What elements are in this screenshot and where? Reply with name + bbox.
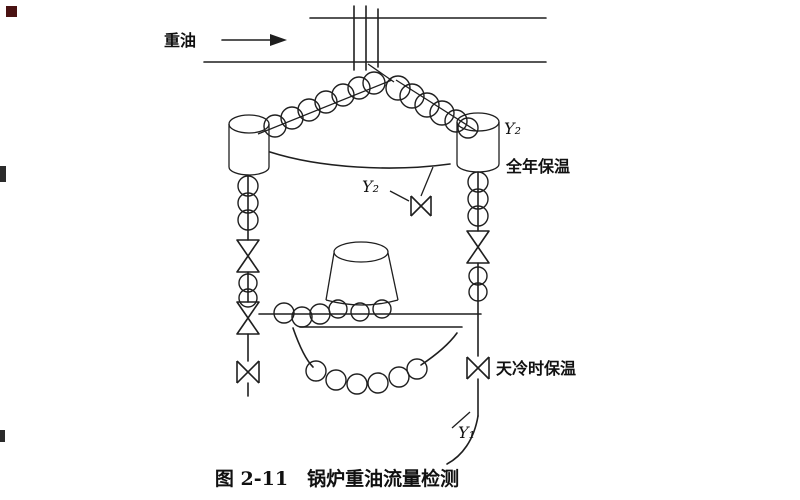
cold-insulation-label: 天冷时保温	[496, 359, 576, 378]
right-col-valve	[466, 230, 490, 264]
y2-top-label: Y₂	[504, 119, 521, 138]
right-col-coil-lower	[468, 266, 488, 302]
burner-funnel	[325, 241, 399, 322]
right-vessel	[456, 112, 500, 173]
drain-curve	[446, 415, 479, 465]
right-column-pipe: Y₁	[446, 171, 490, 465]
lower-return-run	[292, 327, 458, 395]
return-run-coil	[305, 358, 428, 395]
scan-artifact-left-low	[0, 430, 5, 442]
roof-left-insulation-coil	[263, 71, 386, 138]
valve-drop-line	[420, 166, 434, 197]
cross-pipe	[269, 151, 451, 169]
left-vessel-bottom	[228, 166, 270, 176]
funnel-side-l	[325, 252, 335, 301]
flow-arrow-icon	[270, 34, 287, 46]
return-up-right	[420, 332, 458, 366]
left-col-stop-valve	[236, 360, 260, 384]
right-col-stop-valve	[466, 356, 490, 380]
figure-caption: 图 2-11 锅炉重油流量检测	[215, 467, 459, 490]
left-vessel-top	[228, 114, 270, 134]
left-col-coil-mid	[238, 273, 258, 308]
left-vessel	[228, 114, 270, 176]
oil-inlet-label: 重油	[164, 31, 196, 50]
roof-right-insulation-coil	[385, 75, 479, 139]
annotations: Y₂ 全年保温 天冷时保温	[496, 119, 576, 378]
roof-left-pipe	[257, 79, 393, 135]
y2-mid-leader	[389, 190, 410, 202]
y2-mid-label: Y₂	[362, 177, 379, 196]
return-down-left	[292, 327, 314, 368]
left-col-valve-upper	[236, 239, 260, 273]
annual-insulation-label: 全年保温	[505, 157, 570, 176]
top-supply-main: 重油	[164, 5, 547, 71]
left-column-pipe	[236, 174, 260, 397]
funnel-base-coil	[328, 299, 392, 322]
scan-artifact-topleft	[6, 6, 17, 17]
right-col-coil-upper	[467, 171, 489, 227]
funnel-top	[333, 241, 389, 263]
scan-artifact-left-mid	[0, 166, 6, 182]
y1-label: Y₁	[458, 423, 475, 442]
left-col-coil-upper	[237, 175, 259, 231]
y1-tick	[451, 411, 471, 429]
bottom-main-pipe	[258, 302, 482, 328]
valve-y2-mid	[410, 195, 432, 217]
roof-pipes	[257, 63, 479, 139]
right-vessel-bottom	[456, 163, 500, 173]
funnel-side-r	[387, 252, 399, 301]
bottom-pipe-coil	[273, 302, 331, 328]
cross-supply-line: Y₂	[269, 151, 451, 217]
